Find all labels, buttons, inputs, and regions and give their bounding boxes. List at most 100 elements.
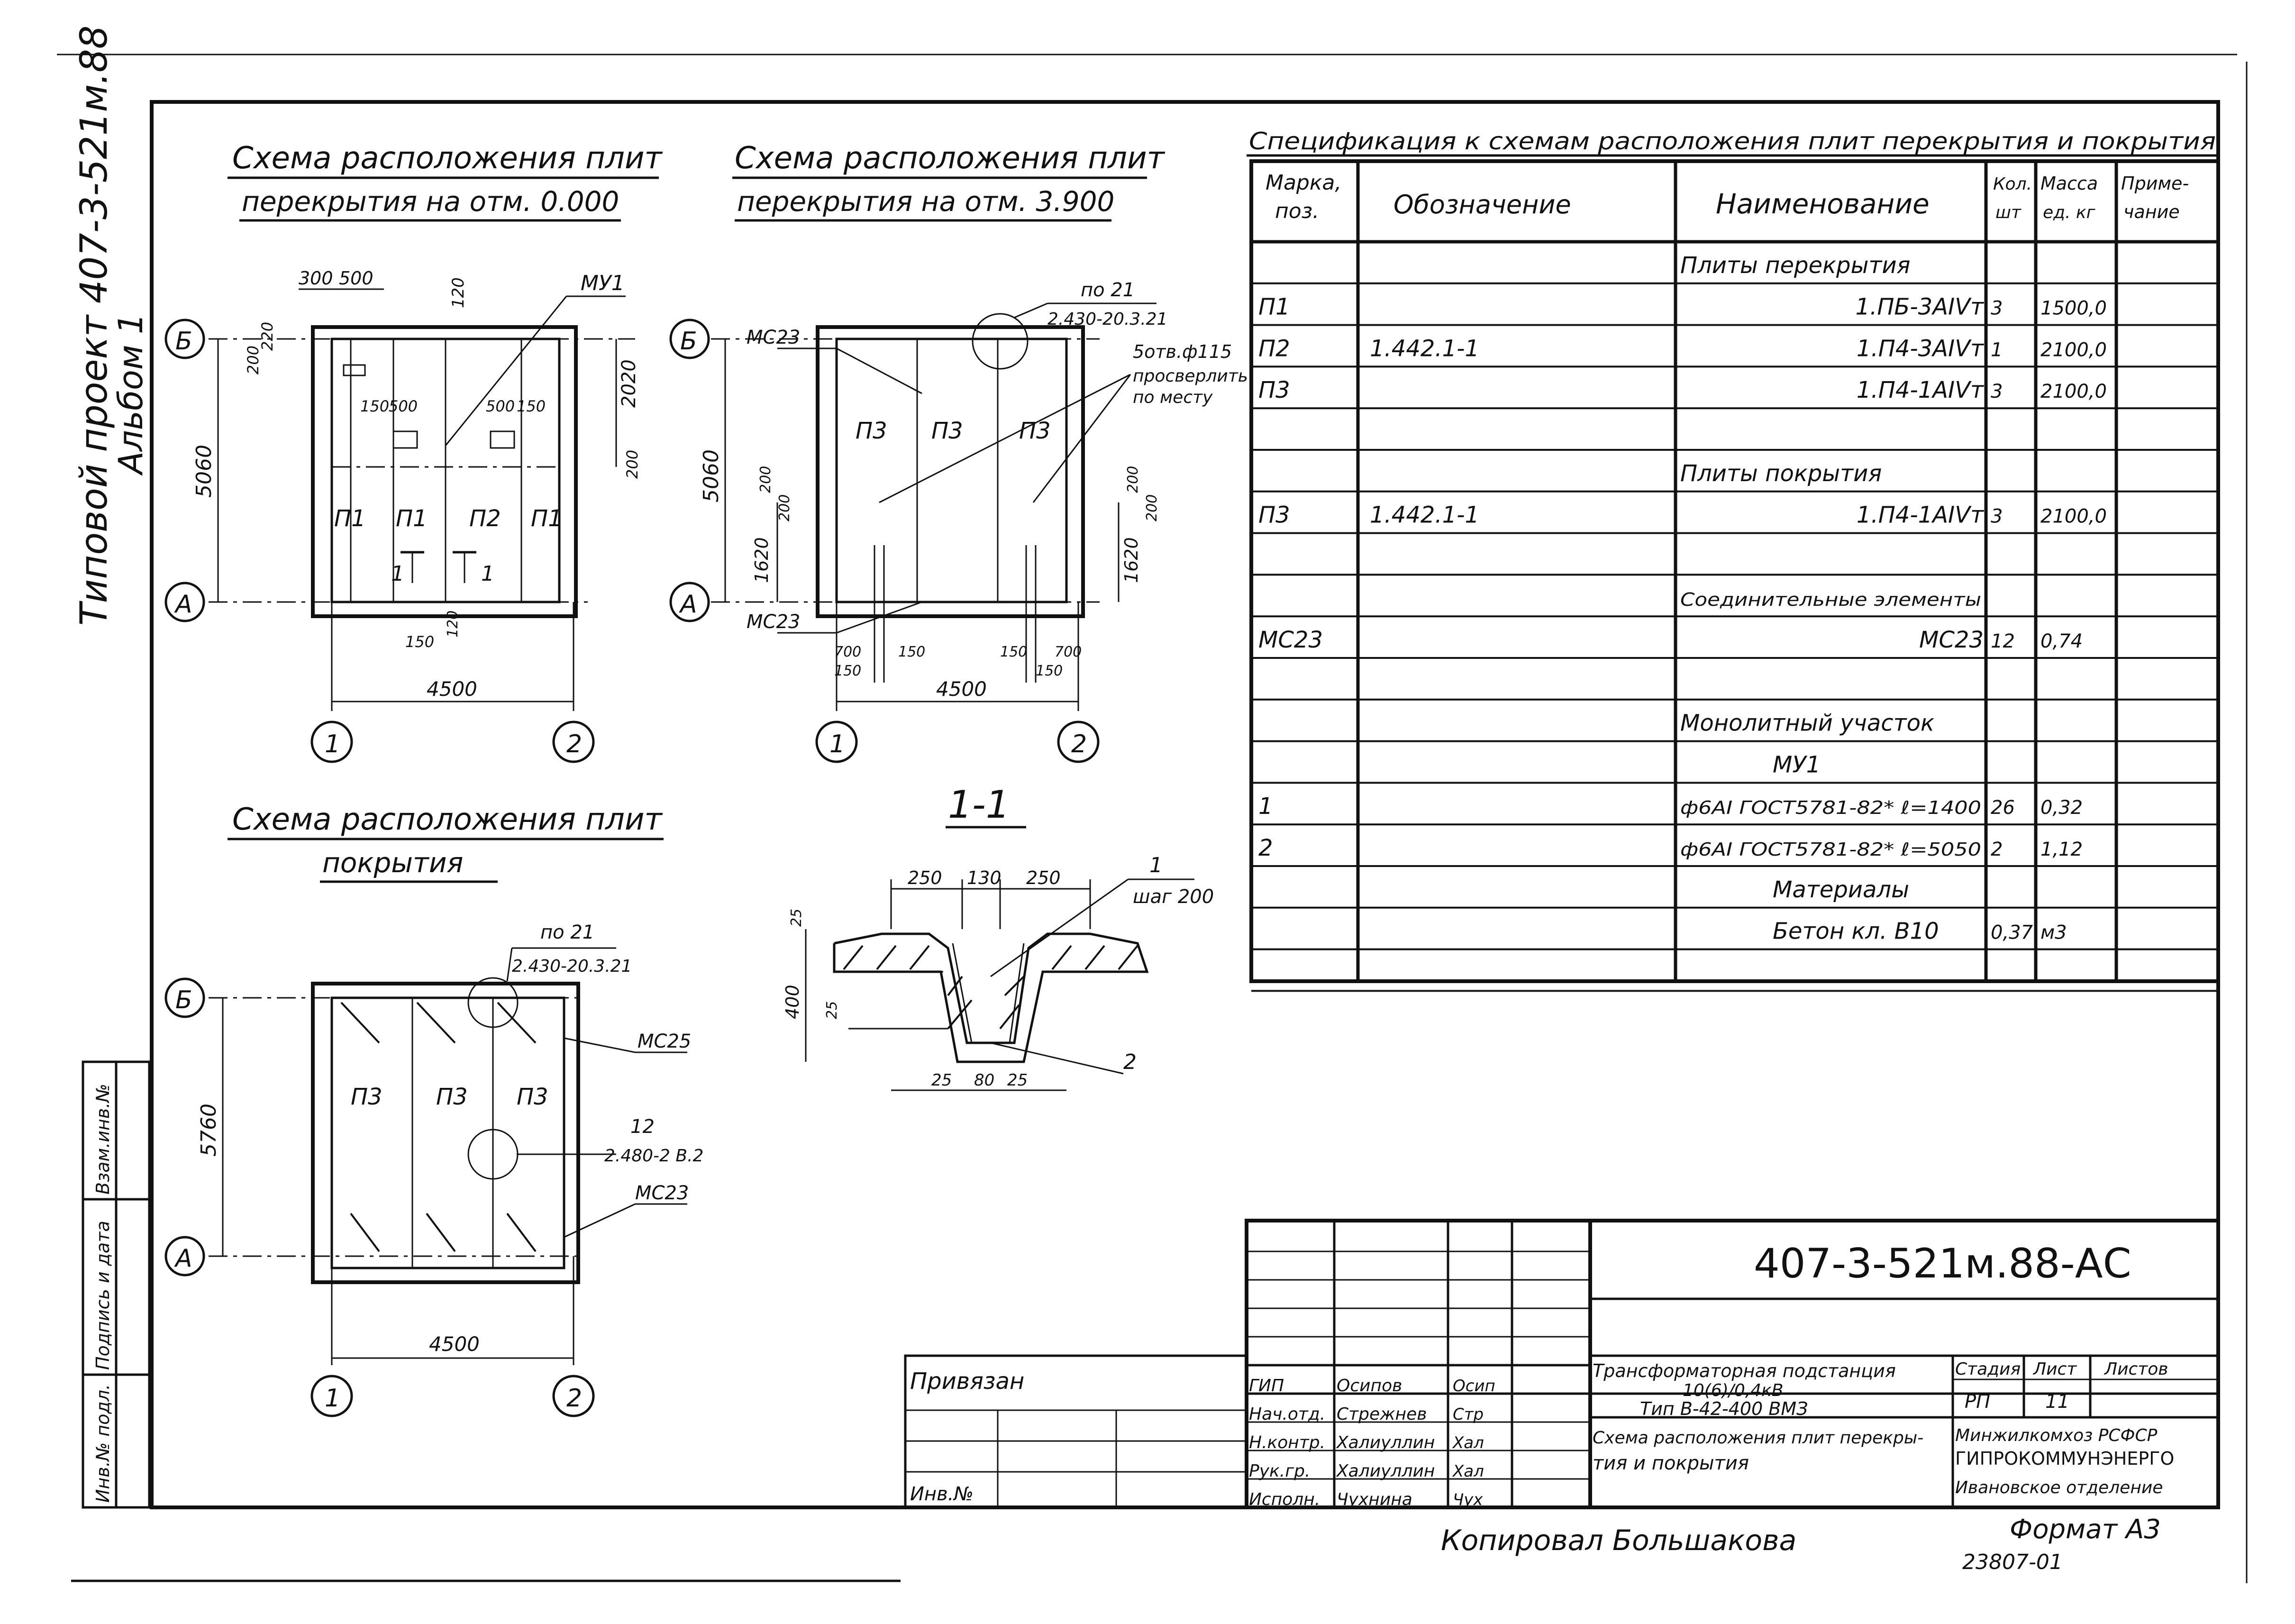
tb-role-name: Осипов [1337, 1376, 1402, 1396]
scheme3-ref-b: 2.430-20.3.21 [512, 957, 632, 976]
section-dim-top-b: 130 [967, 867, 1002, 888]
tb-code: 407-3-521м.88-АС [1754, 1240, 2131, 1287]
tb-role-role: Н.контр. [1249, 1433, 1325, 1452]
spec-cell: П3 [1258, 502, 1290, 529]
specification-table: Спецификация к схемам расположения плит … [1247, 128, 2220, 992]
scheme1-dim-inner-c: 500 [486, 397, 515, 415]
section-dim-bottom-a: 25 [931, 1071, 952, 1090]
scheme-roof: Схема расположения плит покрытия Б А 1 2… [164, 802, 703, 1417]
spec-header-note-2: чание [2123, 201, 2180, 222]
spec-cell: П3 [1258, 377, 1290, 403]
spec-cell: 1 [1991, 339, 2003, 361]
section-1-1: 1-1 250 130 250 25 400 25 25 80 [782, 783, 1214, 1091]
scheme1-dim-bottom-a: 150 [405, 633, 434, 651]
spec-header-mark: Марка, [1266, 171, 1341, 195]
spec-cell: Плиты перекрытия [1680, 252, 1910, 279]
spec-cell: 12 [1991, 630, 2015, 652]
tb-sheet-label: Лист [2032, 1359, 2077, 1379]
tb-sheets-label: Листов [2104, 1359, 2168, 1379]
section-rebar-b: 2 [1123, 1050, 1137, 1074]
scheme2-dim-bottom-e: 700 [1055, 644, 1082, 660]
tb-role-sign: Хал [1452, 1462, 1484, 1481]
tb-privyazan: Привязан [910, 1368, 1024, 1395]
section-dim-left-top: 25 [788, 909, 805, 927]
spec-cell: 2 [1258, 835, 1273, 861]
footer-number: 23807-01 [1962, 1550, 2063, 1574]
scheme2-dim-bottom-f: 150 [1036, 663, 1063, 679]
spec-header-mass-1: Масса [2040, 173, 2098, 194]
scheme1-title-line1: Схема расположения плит [232, 141, 663, 176]
tb-role-name: Халиуллин [1336, 1461, 1435, 1481]
spec-cell: 1.442.1-1 [1370, 502, 1479, 529]
scheme2-axis-left: 1 [829, 730, 845, 758]
spec-cell: ф6АI ГОСТ5781-82* ℓ=1400 [1680, 797, 1981, 818]
spec-header-mark-2: поз. [1275, 199, 1319, 223]
strip-label-inv: Инв.№ подл. [92, 1384, 113, 1503]
tb-object-3: Тип В-42-400 ВМЗ [1640, 1398, 1808, 1419]
section-dim-left-height: 400 [782, 985, 803, 1019]
scheme3-node-b: 2.480-2 В.2 [604, 1146, 703, 1166]
spec-cell: Монолитный участок [1680, 710, 1934, 737]
tb-org-3: Ивановское отделение [1955, 1478, 2163, 1497]
tb-role-role: Нач.отд. [1249, 1405, 1325, 1424]
album-label: Альбом 1 [111, 313, 150, 476]
tb-object-1: Трансформаторная подстанция [1593, 1360, 1896, 1381]
scheme-floor-3900: Схема расположения плит перекрытия на от… [669, 141, 1248, 763]
scheme2-dim-left-mid: 1620 [751, 537, 772, 583]
tb-inv: Инв.№ [910, 1483, 974, 1505]
tb-role-name: Халиуллин [1336, 1433, 1435, 1452]
tb-stage: РП [1965, 1391, 1990, 1413]
scheme1-axis-top: Б [175, 327, 192, 356]
spec-header-qty-2: шт [1995, 203, 2022, 222]
spec-cell: 3 [1991, 506, 2003, 528]
section-dim-bottom-b: 80 [974, 1071, 994, 1090]
spec-header-note-1: Приме- [2121, 173, 2189, 194]
spec-cell: 0,37 [1991, 922, 2033, 944]
scheme1-dim-vert-top: 120 [449, 277, 468, 308]
footer-copied: Копировал Большакова [1441, 1524, 1796, 1557]
scheme1-plate-1: П1 [334, 505, 366, 532]
scheme3-axis-top: Б [175, 986, 192, 1014]
scheme2-mc-top: МС23 [747, 327, 800, 348]
spec-header-name: Наименование [1716, 188, 1930, 220]
scheme1-section-mark-2: 1 [481, 562, 494, 586]
scheme2-plate-3: П3 [1019, 418, 1051, 444]
spec-cell: 2100,0 [2040, 339, 2107, 361]
scheme1-dim-inner-a: 150 [360, 397, 389, 415]
scheme2-plate-2: П3 [931, 418, 963, 444]
scheme2-mc-bottom: МС23 [747, 611, 800, 633]
scheme3-axis-right: 2 [566, 1384, 582, 1413]
section-dim-bottom-c: 25 [1007, 1071, 1028, 1090]
scheme1-callout: МУ1 [581, 271, 625, 295]
scheme2-dim-bottom-a: 700 [834, 644, 861, 660]
scheme3-ref-a: по 21 [540, 921, 594, 943]
spec-header-mass-2: ед. кг [2043, 203, 2096, 222]
tb-sheet-title-2: тия и покрытия [1593, 1452, 1749, 1474]
section-rebar-a-note: шаг 200 [1133, 886, 1214, 908]
scheme3-axis-bottom: А [174, 1244, 192, 1273]
scheme1-dim-bottom-b: 120 [445, 611, 461, 638]
scheme3-node-a: 12 [630, 1116, 655, 1138]
spec-cell: 1.П4-1АIVт [1857, 377, 1985, 403]
section-dim-top-c: 250 [1026, 867, 1061, 888]
scheme1-dim-inner-d: 150 [517, 397, 546, 415]
tb-role-sign: Стр [1453, 1405, 1484, 1424]
spec-cell: Плиты покрытия [1680, 460, 1882, 487]
scheme1-dim-right-top: 2020 [618, 359, 640, 408]
scheme2-axis-top: Б [680, 327, 697, 356]
scheme2-dim-right-mid: 1620 [1121, 537, 1142, 583]
spec-cell: Бетон кл. В10 [1773, 918, 1939, 945]
scheme-floor-0: Схема расположения плит перекрытия на от… [164, 141, 663, 763]
scheme3-mc-bottom: МС23 [635, 1182, 689, 1204]
scheme1-plate-3: П2 [469, 505, 501, 532]
scheme2-dim-left-a: 200 [757, 466, 774, 493]
scheme2-holes-a: 5отв.ф115 [1133, 341, 1232, 362]
scheme3-plate-3: П3 [517, 1084, 548, 1110]
spec-cell: ф6АI ГОСТ5781-82* ℓ=5050 [1680, 839, 1981, 860]
spec-cell: 3 [1991, 381, 2003, 402]
spec-cell: 1,12 [2040, 839, 2083, 860]
scheme2-dim-bottom-d: 150 [1000, 644, 1027, 660]
scheme1-dim-inner-b: 500 [389, 397, 418, 415]
spec-cell: 1.П4-3АIVт [1857, 335, 1985, 362]
